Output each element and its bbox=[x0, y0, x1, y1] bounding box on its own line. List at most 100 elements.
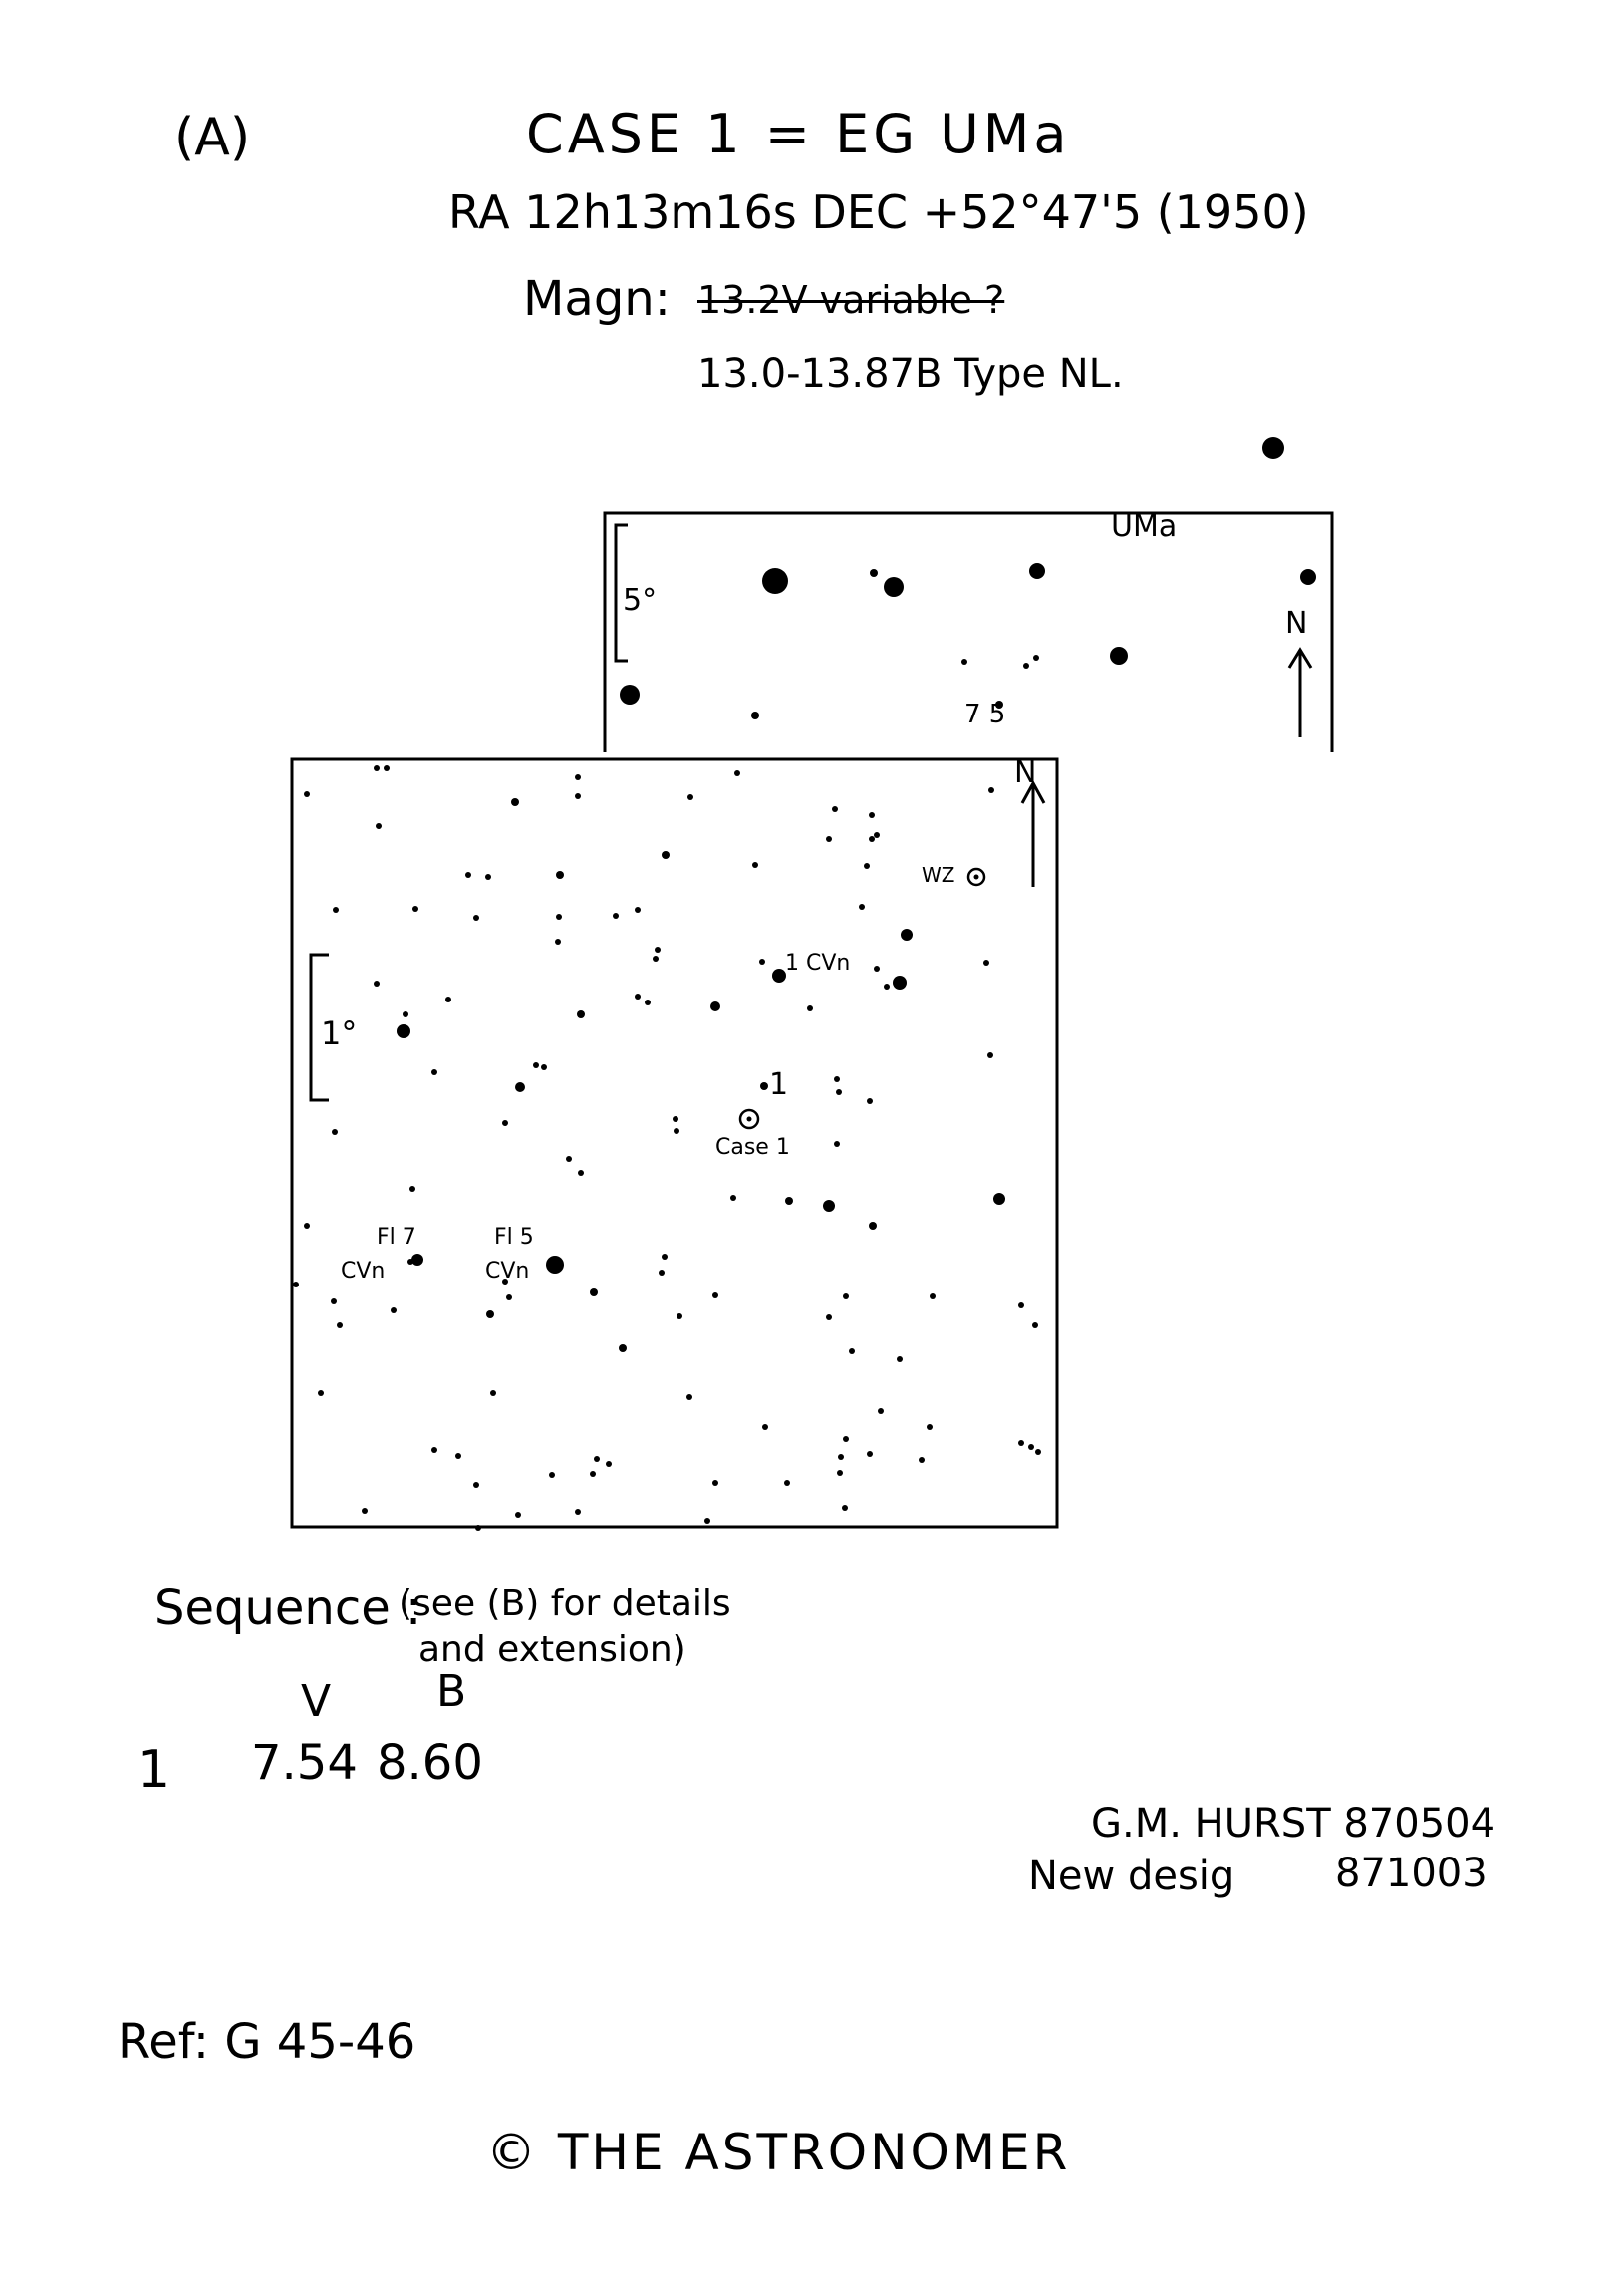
inset-north-label: N bbox=[1285, 606, 1307, 641]
wz-label: WZ bbox=[922, 863, 954, 887]
star-dot bbox=[304, 791, 310, 797]
star-dot bbox=[710, 1001, 720, 1011]
star-dot bbox=[869, 1222, 877, 1230]
inset-north-arrowhead bbox=[1287, 647, 1313, 669]
star-dot bbox=[995, 701, 1003, 709]
star-dot bbox=[823, 1200, 835, 1212]
main-map-frame bbox=[290, 757, 1059, 1529]
star-dot bbox=[1028, 1444, 1034, 1450]
case-target-label: Case 1 bbox=[715, 1135, 790, 1160]
main-scale-label: 1° bbox=[321, 1014, 357, 1052]
star-dot bbox=[403, 1011, 408, 1017]
star-dot bbox=[502, 1120, 508, 1126]
star-dot bbox=[293, 1282, 299, 1287]
star-dot bbox=[575, 1509, 581, 1515]
star-dot bbox=[376, 823, 382, 829]
star-dot bbox=[752, 862, 758, 868]
star-dot bbox=[411, 1254, 423, 1266]
star-dot bbox=[869, 812, 875, 818]
wz-ring-icon bbox=[966, 867, 986, 887]
main-map: 1° N WZ Case 1 1 CVn 1 Fl 7 CVn Fl 5 CVn bbox=[290, 755, 1059, 1531]
star-dot bbox=[1262, 437, 1284, 459]
star-dot bbox=[613, 913, 619, 919]
star-dot bbox=[867, 1098, 873, 1104]
star-dot bbox=[1018, 1440, 1024, 1446]
star-dot bbox=[834, 1141, 840, 1147]
star-dot bbox=[930, 1293, 936, 1299]
star-dot bbox=[832, 806, 838, 812]
star-dot bbox=[620, 685, 640, 705]
star-dot bbox=[1110, 647, 1128, 665]
star-dot bbox=[987, 1052, 993, 1058]
star-dot bbox=[686, 1394, 692, 1400]
star-dot bbox=[502, 1279, 508, 1285]
star-dot bbox=[961, 659, 967, 665]
star-dot bbox=[412, 906, 418, 912]
author-signature: G.M. HURST 870504 bbox=[1091, 1801, 1496, 1847]
star-dot bbox=[407, 1259, 413, 1265]
inset-map: 5° UMa N 7 5 bbox=[603, 437, 1334, 752]
section-label: (A) bbox=[174, 108, 251, 167]
case-target-dot bbox=[746, 1116, 752, 1122]
new-designation-date: 871003 bbox=[1335, 1851, 1488, 1896]
star-dot bbox=[549, 1472, 555, 1478]
star-dot bbox=[578, 1170, 584, 1176]
star-dot bbox=[337, 1322, 343, 1328]
sequence-row-b: 8.60 bbox=[377, 1735, 483, 1791]
star-dot bbox=[785, 1197, 793, 1205]
star-dot bbox=[983, 960, 989, 966]
sequence-row-id: 1 bbox=[137, 1740, 171, 1800]
main-scale-bar bbox=[309, 953, 329, 1102]
star-dot bbox=[374, 765, 380, 771]
star-dot bbox=[834, 1076, 840, 1082]
star-dot bbox=[490, 1390, 496, 1396]
star-dot bbox=[473, 1482, 479, 1488]
star-dot bbox=[1032, 1322, 1038, 1328]
inset-scale-label: 5° bbox=[623, 583, 657, 618]
magnitude-label: Magn: bbox=[523, 271, 671, 327]
star-dot bbox=[556, 914, 562, 920]
star-dot bbox=[486, 1310, 494, 1318]
star-dot bbox=[901, 929, 913, 941]
star-dot bbox=[884, 984, 890, 990]
star-dot bbox=[362, 1508, 368, 1514]
star-dot bbox=[687, 794, 693, 800]
star-dot bbox=[590, 1471, 596, 1477]
star-dot bbox=[988, 787, 994, 793]
fl5-constellation-label: CVn bbox=[485, 1259, 529, 1284]
star-dot bbox=[836, 1089, 842, 1095]
sequence-heading: Sequence : bbox=[154, 1580, 422, 1636]
star-dot bbox=[445, 997, 451, 1002]
star-dot bbox=[511, 798, 519, 806]
star-dot bbox=[864, 863, 870, 869]
star-dot bbox=[566, 1156, 572, 1162]
star-dot bbox=[333, 907, 339, 913]
copyright: © THE ASTRONOMER bbox=[486, 2124, 1071, 2181]
star-dot bbox=[318, 1390, 324, 1396]
star-dot bbox=[843, 1293, 849, 1299]
star-dot bbox=[397, 1024, 410, 1038]
star-dot bbox=[677, 1313, 682, 1319]
column-header-b: B bbox=[436, 1666, 467, 1717]
star-dot bbox=[653, 956, 659, 962]
star-dot bbox=[555, 939, 561, 945]
star-dot bbox=[762, 1424, 768, 1430]
star-dot bbox=[897, 1356, 903, 1362]
star-dot bbox=[506, 1294, 512, 1300]
case-target-ring-icon bbox=[738, 1108, 760, 1130]
star-dot bbox=[431, 1069, 437, 1075]
star-dot bbox=[730, 1195, 736, 1201]
star-dot bbox=[1018, 1302, 1024, 1308]
star-dot bbox=[619, 1344, 627, 1352]
star-dot bbox=[391, 1307, 397, 1313]
main-north-label: N bbox=[1014, 755, 1036, 790]
star-dot bbox=[384, 765, 390, 771]
star-dot bbox=[927, 1424, 933, 1430]
star-dot bbox=[1029, 563, 1045, 579]
star-dot bbox=[1023, 663, 1029, 669]
star-dot bbox=[772, 969, 786, 983]
fl5-label: Fl 5 bbox=[494, 1225, 534, 1250]
star-dot bbox=[606, 1461, 612, 1467]
star-dot bbox=[867, 1451, 873, 1457]
